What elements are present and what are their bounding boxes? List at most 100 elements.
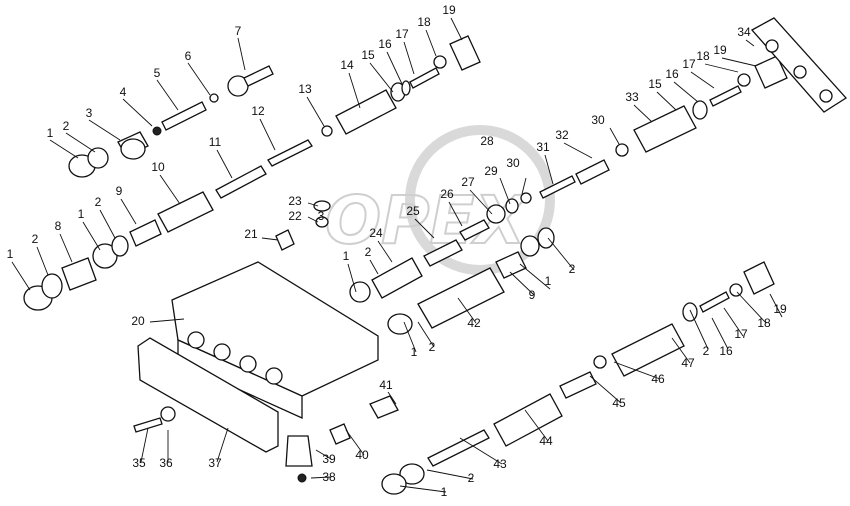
- callout-2: 2: [429, 340, 436, 354]
- leader-line: [65, 132, 96, 153]
- leader-line: [656, 91, 677, 111]
- hex-plug-part-19b: [754, 55, 788, 89]
- callout-28: 28: [480, 134, 494, 148]
- seal-part-27: [486, 204, 506, 224]
- nut-part-18: [433, 55, 447, 69]
- callout-36: 36: [159, 456, 173, 470]
- callout-18: 18: [757, 316, 771, 330]
- callout-1: 1: [7, 247, 14, 261]
- callout-17: 17: [734, 327, 748, 341]
- ring-part-29: [505, 198, 519, 214]
- leader-line: [11, 261, 31, 291]
- callout-33: 33: [625, 90, 639, 104]
- leader-line: [671, 337, 691, 364]
- housing-assembly: [133, 200, 399, 483]
- callout-2: 2: [468, 471, 475, 485]
- leader-lines: [11, 17, 783, 493]
- leader-line: [633, 104, 653, 123]
- callout-2: 2: [95, 195, 102, 209]
- plug-part-1g: [381, 473, 407, 495]
- valve-part-47: [611, 323, 685, 377]
- callout-25: 25: [406, 204, 420, 218]
- seal-part-2h: [399, 463, 425, 485]
- callout-47: 47: [681, 356, 695, 370]
- hex-plug-part-19c: [743, 261, 775, 295]
- leader-line: [120, 198, 137, 225]
- callout-19: 19: [713, 43, 727, 57]
- bushing-face-part-3: [120, 138, 146, 160]
- callout-2: 2: [32, 232, 39, 246]
- callout-1: 1: [411, 345, 418, 359]
- valve-part-14: [335, 89, 397, 135]
- callout-2: 2: [703, 344, 710, 358]
- leader-line: [609, 127, 620, 145]
- leader-line: [259, 118, 276, 151]
- callout-41: 41: [379, 378, 393, 392]
- callout-24: 24: [369, 226, 383, 240]
- leader-line: [425, 29, 437, 57]
- leader-line: [307, 202, 319, 207]
- spool-part-42: [417, 267, 505, 329]
- seal-part-2b: [41, 273, 63, 299]
- callout-26: 26: [440, 187, 454, 201]
- leader-line: [403, 321, 417, 353]
- callout-16: 16: [719, 344, 733, 358]
- callout-29: 29: [484, 164, 498, 178]
- gasket-hole-1: [765, 39, 779, 53]
- parts-row-lower-center: [387, 227, 555, 335]
- leader-line: [49, 139, 79, 159]
- callout-8: 8: [55, 219, 62, 233]
- callout-42: 42: [467, 316, 481, 330]
- watermark-gear: [405, 125, 555, 275]
- housing-port-3: [239, 355, 257, 373]
- callout-13: 13: [298, 82, 312, 96]
- leader-line: [261, 237, 279, 241]
- callout-19: 19: [773, 302, 787, 316]
- leader-line: [348, 72, 361, 109]
- leader-line: [521, 177, 527, 195]
- leader-line: [448, 201, 463, 227]
- leader-line: [99, 209, 116, 239]
- callout-3: 3: [86, 106, 93, 120]
- parts-row-top-right: [615, 17, 847, 157]
- leader-line: [159, 174, 181, 205]
- leader-line: [457, 297, 477, 324]
- leader-line: [387, 391, 397, 405]
- spring-part-9b: [495, 251, 527, 279]
- valve-part-24: [371, 257, 423, 299]
- callout-30: 30: [506, 156, 520, 170]
- leader-line: [369, 259, 379, 275]
- spring-part-9: [129, 219, 162, 247]
- gasket-hole-3: [819, 89, 833, 103]
- leader-line: [499, 177, 511, 205]
- callout-32: 32: [555, 128, 569, 142]
- parts-row-center: [349, 159, 610, 303]
- leader-line: [315, 449, 332, 460]
- plug-part-22: [315, 216, 329, 228]
- leader-line: [345, 429, 365, 456]
- callout-1: 1: [78, 207, 85, 221]
- housing-port-1: [187, 331, 205, 349]
- seal-part-15b: [692, 100, 708, 120]
- leader-line: [417, 321, 435, 348]
- stem-part-26: [459, 219, 490, 241]
- callout-38: 38: [322, 470, 336, 484]
- callout-16: 16: [378, 37, 392, 51]
- leader-line: [736, 291, 767, 324]
- callout-30: 30: [591, 113, 605, 127]
- plug-part-21: [275, 229, 295, 251]
- leader-line: [563, 142, 593, 159]
- leader-line: [459, 437, 503, 465]
- leader-line: [377, 240, 393, 263]
- callout-18: 18: [417, 15, 431, 29]
- leader-line: [450, 17, 463, 41]
- callout-44: 44: [539, 434, 553, 448]
- seal-part-2c: [111, 235, 129, 257]
- leader-line: [544, 154, 554, 185]
- spring-part-5: [161, 101, 207, 131]
- leader-line: [689, 309, 709, 350]
- callout-40: 40: [355, 448, 369, 462]
- plug-part-1d: [349, 281, 371, 303]
